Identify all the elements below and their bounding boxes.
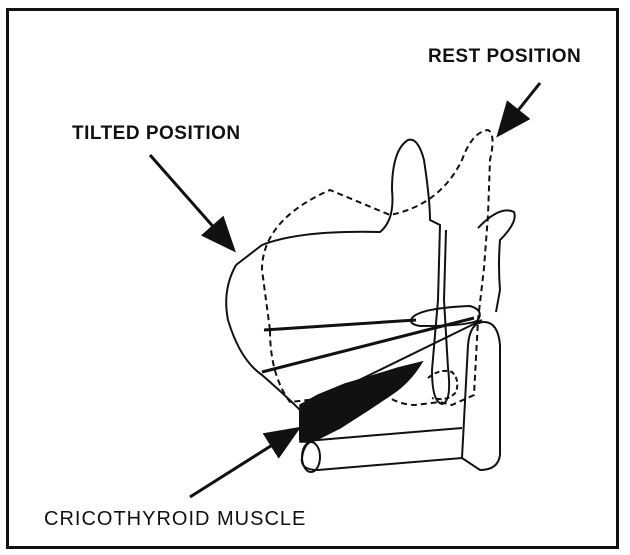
tilted-position-label: TILTED POSITION xyxy=(72,123,241,145)
superior-horn-outline xyxy=(478,210,515,312)
cricothyroid-muscle-arrow xyxy=(190,430,296,497)
tilted-position-arrow xyxy=(150,155,232,248)
vocal-fold-line-upper xyxy=(264,320,416,330)
tilted-position-thyroid-lower xyxy=(226,265,300,440)
cricothyroid-muscle-shape xyxy=(300,362,422,442)
cricothyroid-muscle-label: CRICOTHYROID MUSCLE xyxy=(44,508,306,531)
vocal-fold-line-lower xyxy=(262,318,474,372)
rest-position-arrow xyxy=(500,83,540,133)
rest-position-label: REST POSITION xyxy=(428,46,581,68)
cricoid-anterior-end xyxy=(302,442,320,472)
